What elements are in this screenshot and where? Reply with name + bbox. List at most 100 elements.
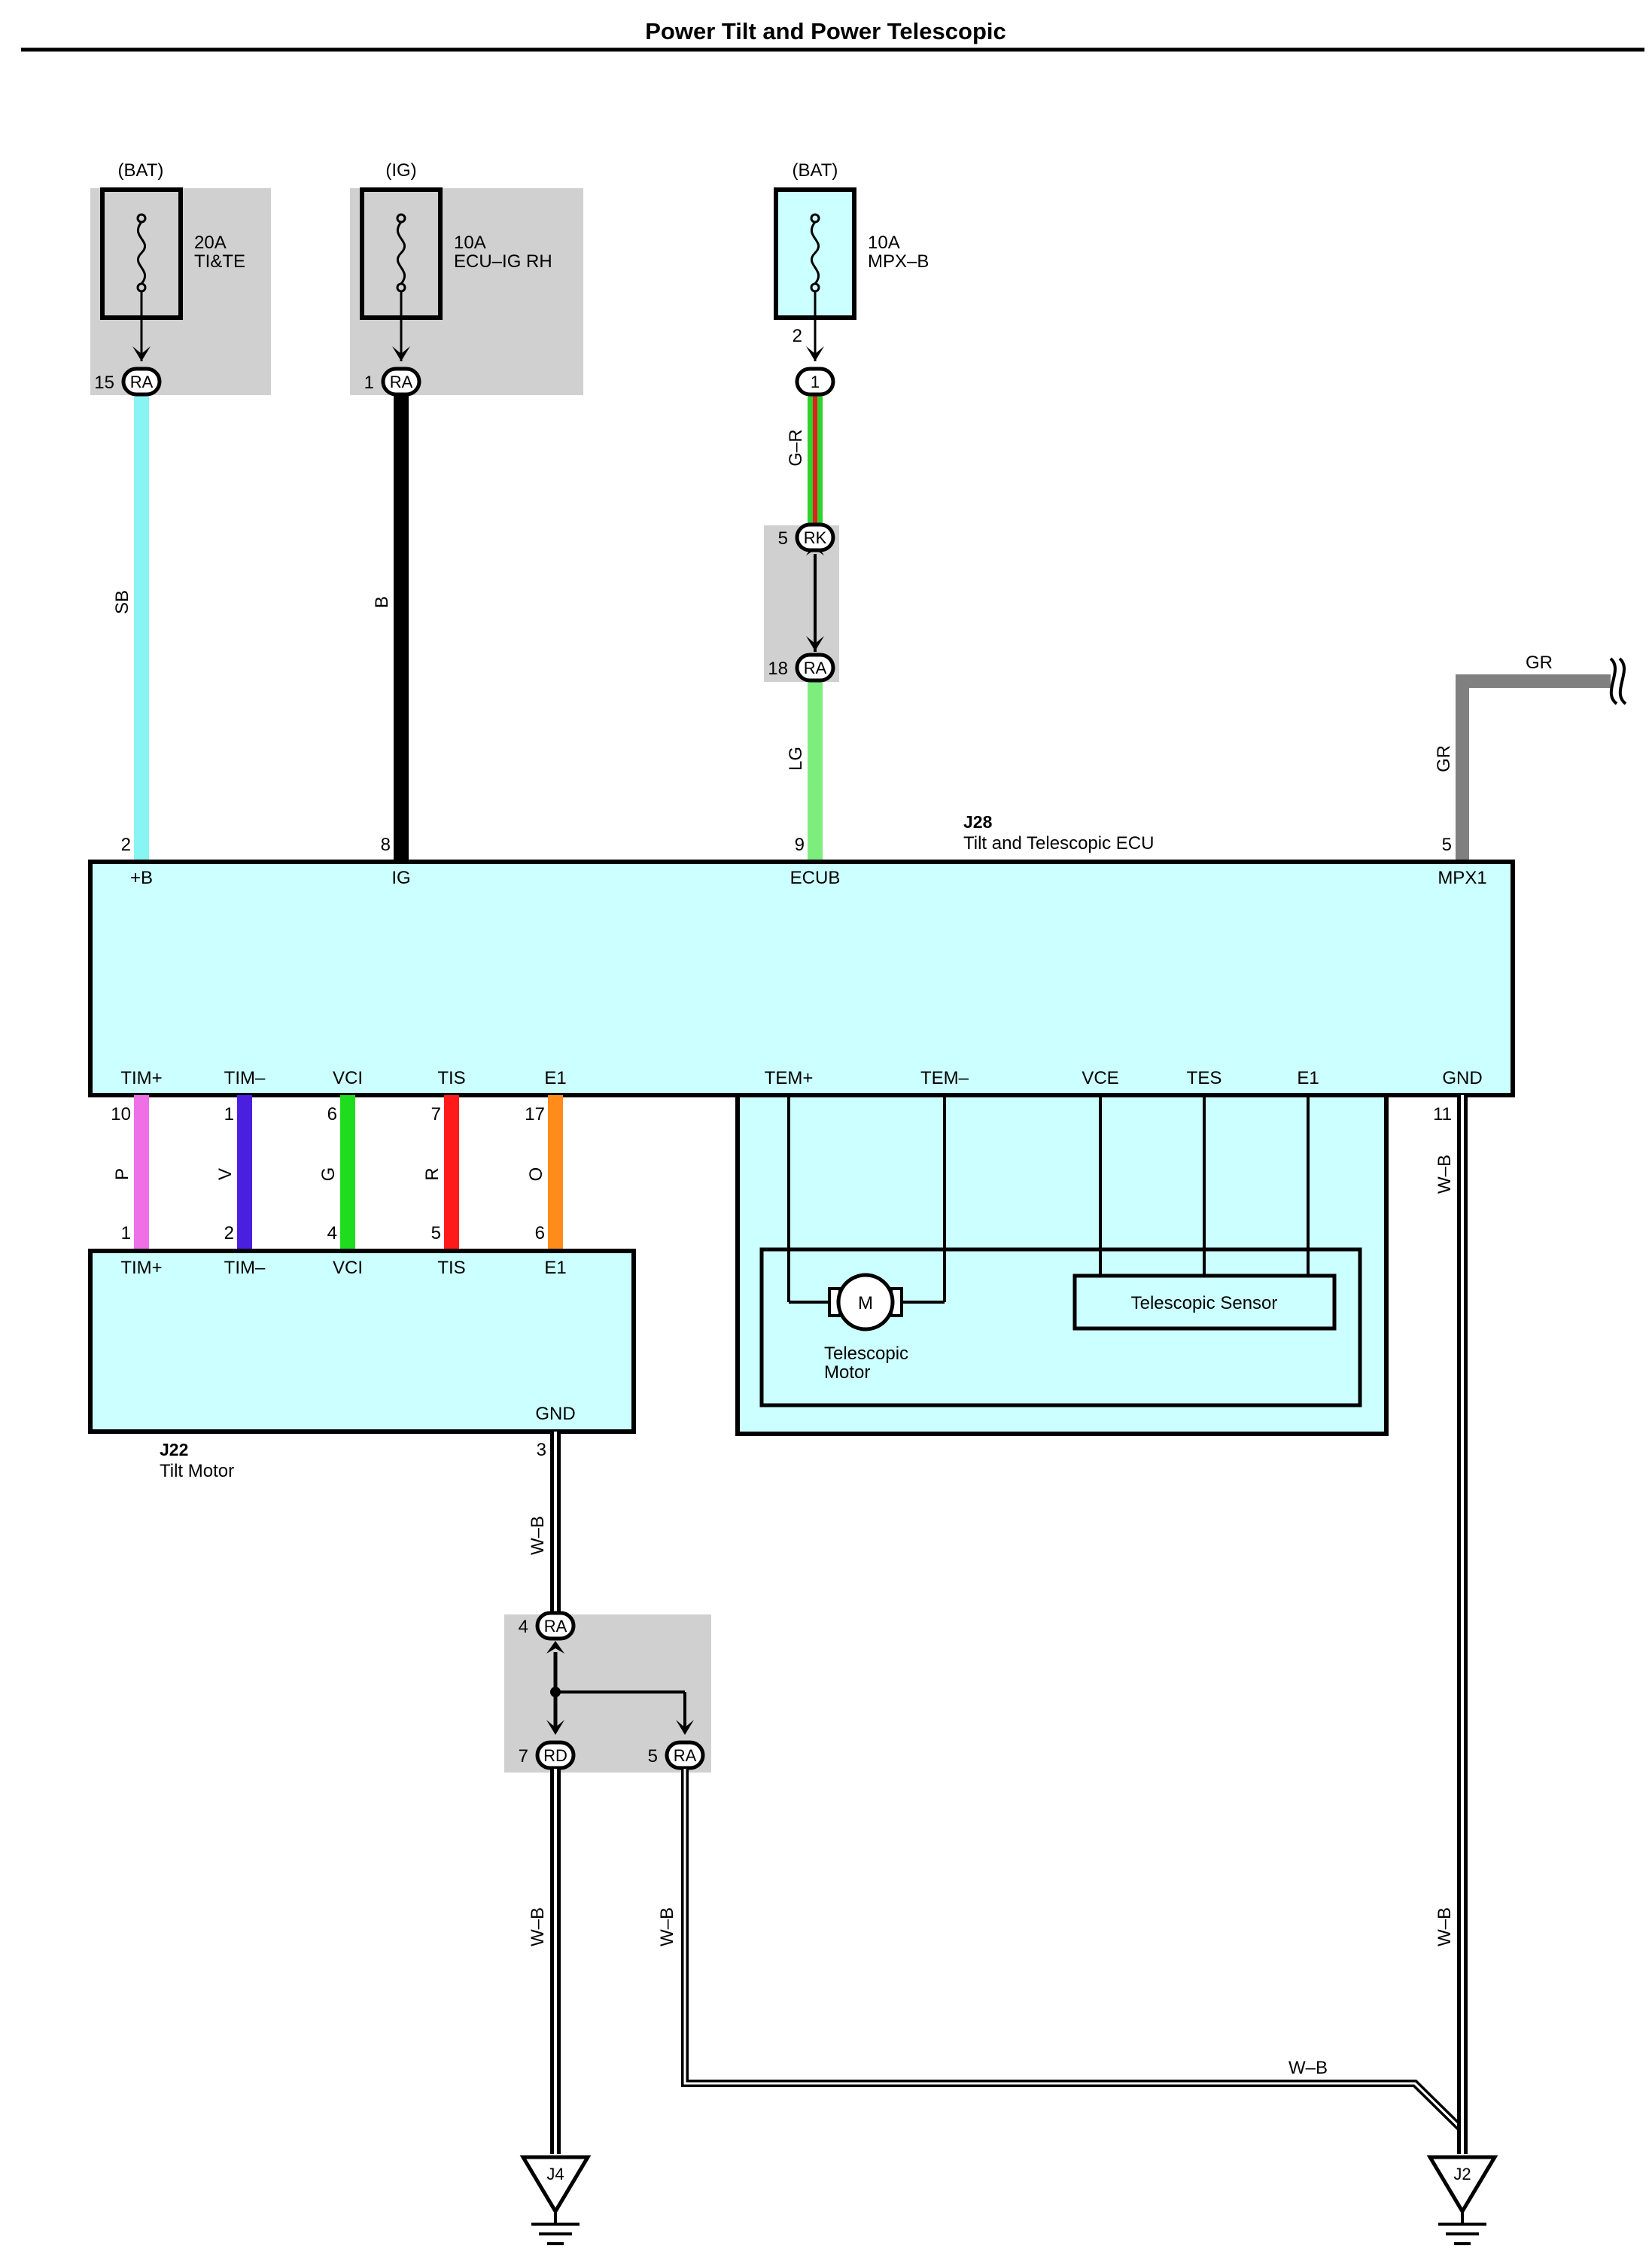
- wire-label-p: P: [112, 1168, 132, 1180]
- wire-label-r: R: [422, 1167, 443, 1180]
- connector-fuse3: 1: [795, 367, 835, 397]
- svg-text:RA: RA: [674, 1746, 697, 1765]
- fuse2-element-icon: [396, 213, 406, 361]
- wire-p: [134, 1095, 149, 1251]
- tilt-motor-name: Tilt Motor: [160, 1461, 234, 1481]
- ecu-bottom-label: TIS: [437, 1068, 465, 1088]
- tilt-pin-label: VCI: [333, 1258, 363, 1278]
- fuse1-element-icon: [136, 213, 147, 361]
- wire-label-w-b: W–B: [1434, 1155, 1455, 1194]
- fuse3-element-icon: [810, 213, 820, 361]
- svg-text:RD: RD: [543, 1746, 567, 1765]
- ecu-bottom-label: VCE: [1082, 1068, 1118, 1088]
- motor-icon: M: [828, 1273, 903, 1331]
- svg-text:7: 7: [519, 1746, 528, 1767]
- fuse2-source: (IG): [385, 160, 416, 181]
- tilt-pin-label: TIS: [437, 1258, 465, 1278]
- fuse2-name: ECU–IG RH: [454, 251, 552, 272]
- wire-lg: [808, 681, 823, 862]
- ecu-pin-num: 2: [121, 835, 131, 855]
- fuse3-rating: 10A: [868, 233, 900, 253]
- ecu-pin-num: 9: [795, 835, 805, 855]
- ecu-bottom-pin: 1: [224, 1104, 234, 1124]
- ecu-bottom-label: TES: [1187, 1068, 1222, 1088]
- connector-ra-1: RA 1: [364, 367, 421, 397]
- telescopic-lines: [787, 1095, 1310, 1304]
- svg-text:J4: J4: [546, 2165, 564, 2183]
- ground-j2-icon: J2: [1426, 2155, 1498, 2245]
- telescopic-enclosure: [735, 1093, 1389, 1436]
- wire-g: [340, 1095, 355, 1251]
- connector-ra-15: RA 15: [94, 367, 162, 397]
- ecu-bottom-label: TIM+: [120, 1068, 162, 1088]
- connector-rk-5: RK 5: [778, 522, 835, 552]
- wire-label-v: V: [215, 1168, 236, 1180]
- svg-text:RA: RA: [804, 659, 827, 677]
- fuse3-pin: 2: [793, 326, 802, 346]
- fuse1-name: TI&TE: [194, 251, 245, 272]
- tilt-pin-num: 1: [121, 1223, 131, 1243]
- tilt-pin-label: TIM–: [224, 1258, 266, 1278]
- ecu-pin-num: 5: [1442, 835, 1452, 855]
- svg-text:1: 1: [811, 373, 820, 391]
- ecu-bottom-label: E1: [544, 1068, 566, 1088]
- fuse2-zone: [350, 188, 583, 395]
- svg-text:5: 5: [648, 1746, 658, 1767]
- fuse2-rating: 10A: [454, 233, 486, 253]
- tilt-pin-num: 2: [224, 1223, 234, 1243]
- wire-label-g-r: G–R: [786, 429, 806, 466]
- svg-text:M: M: [858, 1293, 873, 1313]
- connector-rd-7: RD 7: [519, 1740, 576, 1770]
- ecu-name: Tilt and Telescopic ECU: [963, 833, 1154, 854]
- wire-label-w-b: W–B: [1434, 1907, 1455, 1946]
- svg-text:18: 18: [768, 659, 788, 679]
- ecu-box: [88, 860, 1515, 1097]
- wire-g-r: [808, 391, 823, 525]
- telescopic-motor-label: Motor: [824, 1362, 870, 1383]
- tilt-pin-num: 4: [327, 1223, 337, 1243]
- ecu-pin-label: MPX1: [1438, 868, 1486, 888]
- ecu-bottom-label: TEM–: [920, 1068, 969, 1088]
- svg-text:J2: J2: [1453, 2165, 1471, 2183]
- fuse3-source: (BAT): [793, 160, 838, 181]
- ecu-bottom-label: TEM+: [765, 1068, 814, 1088]
- tilt-gnd-label: GND: [535, 1404, 575, 1424]
- wire-label-o: O: [526, 1167, 546, 1182]
- ecu-bottom-pin: 10: [111, 1104, 131, 1124]
- ecu-bottom-pin: 17: [525, 1104, 545, 1124]
- wire-b: [394, 391, 409, 862]
- connector-ra-4: RA 4: [519, 1611, 576, 1641]
- wire-label-w-b: W–B: [528, 1907, 548, 1946]
- connector-ra-18: RA 18: [768, 653, 835, 683]
- ecu-code: J28: [963, 812, 993, 832]
- tilt-pin-label: E1: [544, 1258, 566, 1278]
- connector-ra-5: RA 5: [648, 1740, 705, 1770]
- wire-label-w-b: W–B: [657, 1907, 677, 1946]
- wire-gr: [1456, 674, 1611, 862]
- svg-text:15: 15: [94, 373, 114, 393]
- wire-w-b-mid: [681, 1769, 1466, 2154]
- tilt-motor-box: [88, 1249, 636, 1434]
- wire-label-gr-horizontal: GR: [1526, 653, 1553, 673]
- svg-text:RK: RK: [804, 528, 827, 547]
- ecu-pin-label: IG: [391, 868, 410, 888]
- wire-o: [548, 1095, 563, 1251]
- fuse1-source: (BAT): [118, 160, 164, 181]
- svg-text:5: 5: [778, 528, 788, 549]
- page-title: Power Tilt and Power Telescopic: [645, 18, 1006, 44]
- ecu-bottom-label: GND: [1442, 1068, 1482, 1088]
- tilt-motor-code: J22: [160, 1440, 188, 1459]
- wire-label-b: B: [372, 596, 392, 608]
- ecu-bottom-pin: 11: [1433, 1104, 1452, 1124]
- svg-text:4: 4: [519, 1617, 528, 1637]
- ground-j4-icon: J4: [519, 2155, 592, 2245]
- svg-text:RA: RA: [130, 373, 154, 391]
- fuse3-name: MPX–B: [868, 251, 929, 272]
- wire-label-w-b: W–B: [528, 1516, 548, 1555]
- wire-label-sb: SB: [112, 590, 132, 614]
- ecu-bottom-pin: 7: [431, 1104, 441, 1124]
- ecu-pin-label: +B: [130, 868, 153, 888]
- tilt-gnd-pin: 3: [537, 1440, 546, 1460]
- wire-label-g: G: [318, 1167, 339, 1182]
